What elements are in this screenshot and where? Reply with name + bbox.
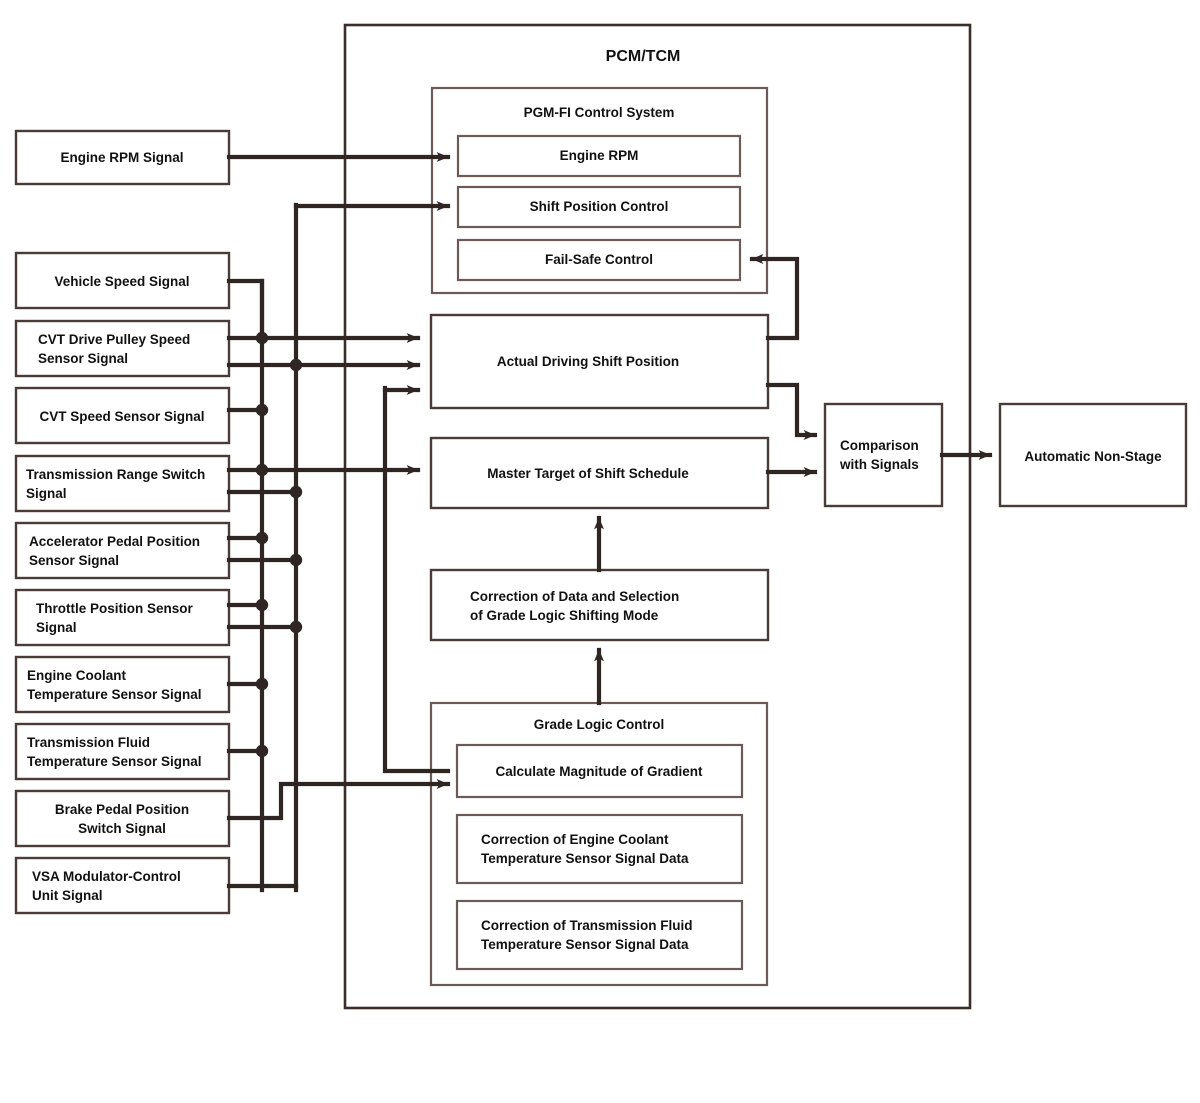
label-transmission-range-line1: Transmission Range Switch [26,467,205,482]
label-correction-transmission-fluid-line1: Correction of Transmission Fluid [481,918,693,933]
box-correction-transmission-fluid-temp-data [455,899,744,971]
label-actual-driving-shift-position: Actual Driving Shift Position [497,354,679,369]
junction-dot [255,331,269,345]
box-transmission-fluid-temperature-sensor-signal [14,722,231,781]
wire-adsp-to-comparison [765,382,818,440]
bus-line-c [382,385,451,774]
junction-dot [289,553,303,567]
label-brake-pedal-line1: Brake Pedal Position [55,802,189,817]
box-engine-coolant-temperature-sensor-signal [14,655,231,714]
box-calculate-magnitude-of-gradient [455,743,744,799]
wire-vehicle-speed-signal [226,278,265,341]
junction-dot [255,531,269,545]
label-brake-pedal-line2: Switch Signal [78,821,166,836]
label-accelerator-pedal-line1: Accelerator Pedal Position [29,534,200,549]
box-shift-position-control [456,185,742,229]
label-cvt-drive-pulley-line1: CVT Drive Pulley Speed [38,332,190,347]
box-vsa-modulator-control-unit-signal [14,856,231,915]
pgm-fi-control-system-title: PGM-FI Control System [524,105,675,120]
pcm-tcm-container [343,23,972,1010]
label-correction-of-data-line2: of Grade Logic Shifting Mode [470,608,659,623]
label-shift-position-control: Shift Position Control [530,199,669,214]
junction-dot [255,598,269,612]
pcm-tcm-title: PCM/TCM [606,48,681,65]
box-engine-rpm-signal [14,129,231,186]
box-correction-of-data-and-selection [429,568,770,642]
label-accelerator-pedal-line2: Sensor Signal [29,553,119,568]
label-engine-rpm-signal: Engine RPM Signal [60,150,183,165]
label-correction-engine-coolant-line2: Temperature Sensor Signal Data [481,851,689,866]
label-correction-transmission-fluid-line2: Temperature Sensor Signal Data [481,937,689,952]
label-master-target-of-shift-schedule: Master Target of Shift Schedule [487,466,689,481]
label-transmission-range-line2: Signal [26,486,67,501]
junction-dot [289,620,303,634]
junction-dot [289,485,303,499]
label-vehicle-speed-signal: Vehicle Speed Signal [54,274,189,289]
box-transmission-range-switch-signal [14,454,231,513]
box-brake-pedal-position-switch-signal [14,789,231,848]
label-throttle-position-line1: Throttle Position Sensor [36,601,194,616]
box-actual-driving-shift-position [429,313,770,410]
label-transmission-fluid-temp-line2: Temperature Sensor Signal [27,754,202,769]
label-cvt-drive-pulley-line2: Sensor Signal [38,351,128,366]
label-correction-of-data-line1: Correction of Data and Selection [470,589,679,604]
box-master-target-of-shift-schedule [429,436,770,510]
label-vsa-modulator-line1: VSA Modulator-Control [32,869,181,884]
label-calculate-magnitude-of-gradient: Calculate Magnitude of Gradient [495,764,703,779]
label-transmission-fluid-temp-line1: Transmission Fluid [27,735,150,750]
label-cvt-speed-sensor-signal: CVT Speed Sensor Signal [39,409,204,424]
label-comparison-line2: with Signals [839,457,919,472]
wire-brake-pedal-position [226,779,451,821]
junction-dot [255,677,269,691]
box-throttle-position-sensor-signal [14,588,231,647]
label-engine-rpm: Engine RPM [560,148,639,163]
junction-dot [289,358,303,372]
label-vsa-modulator-line2: Unit Signal [32,888,103,903]
label-fail-safe-control: Fail-Safe Control [545,252,653,267]
junction-dot [255,744,269,758]
box-vehicle-speed-signal [14,251,231,310]
label-comparison-line1: Comparison [840,438,919,453]
box-cvt-speed-sensor-signal [14,386,231,445]
box-engine-rpm [456,134,742,178]
label-engine-coolant-temp-line2: Temperature Sensor Signal [27,687,202,702]
label-automatic-non-stage: Automatic Non-Stage [1024,449,1162,464]
box-automatic-non-stage [998,402,1188,508]
wire-adsp-to-fail-safe [749,254,800,341]
label-engine-coolant-temp-line1: Engine Coolant [27,668,127,683]
box-fail-safe-control [456,238,742,282]
box-comparison-with-signals [823,402,944,508]
box-cvt-drive-pulley-speed-sensor-signal [14,319,231,378]
box-correction-engine-coolant-temp-data [455,813,744,885]
junction-dot [255,403,269,417]
grade-logic-control-title: Grade Logic Control [534,717,665,732]
junction-dot [255,463,269,477]
label-correction-engine-coolant-line1: Correction of Engine Coolant [481,832,669,847]
box-accelerator-pedal-position-sensor-signal [14,521,231,580]
label-throttle-position-line2: Signal [36,620,77,635]
